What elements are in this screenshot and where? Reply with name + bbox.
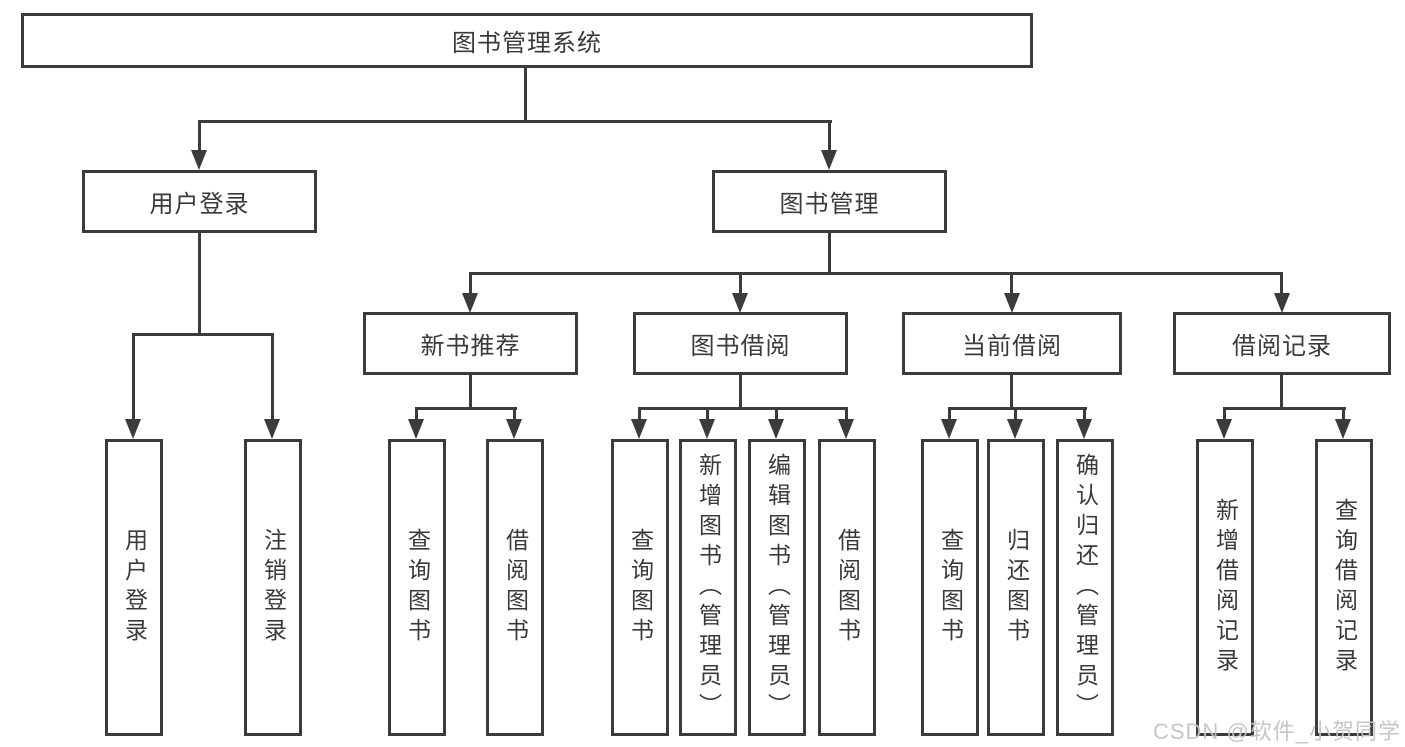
arrowhead-down-icon (264, 419, 280, 439)
leaf-label: 确认归还（管理员） (1072, 452, 1099, 723)
arrowhead-down-icon (462, 293, 478, 313)
leaf-label: 借阅图书 (834, 527, 861, 648)
connector-stem (739, 272, 742, 297)
connector-root-trunk (524, 68, 527, 122)
node-user-login: 用户登录 (82, 170, 317, 233)
node-label: 图书管理 (779, 191, 880, 218)
leaf-label: 查询借阅记录 (1331, 497, 1358, 678)
connector-stem (198, 120, 201, 152)
connector-borrowing-trunk (739, 375, 742, 410)
leaf-borrow-books: 借阅图书 (818, 439, 876, 736)
leaf-label: 查询图书 (404, 527, 431, 648)
connector-level3-bar (469, 272, 1283, 275)
connector-records-trunk (1280, 375, 1283, 410)
arrowhead-down-icon (1335, 419, 1351, 439)
leaf-query-books-current: 查询图书 (921, 439, 979, 736)
connector-bookmgmt-trunk (828, 233, 831, 275)
connector-stem (1014, 407, 1017, 421)
leaf-label: 归还图书 (1003, 527, 1030, 648)
connector-stem (132, 333, 135, 423)
connector-stem (638, 407, 641, 421)
connector-stem (845, 407, 848, 421)
arrowhead-down-icon (941, 419, 957, 439)
connector-stem (415, 407, 418, 421)
arrowhead-down-icon (631, 419, 647, 439)
arrowhead-down-icon (732, 293, 748, 313)
leaf-user-login: 用户登录 (105, 439, 163, 736)
connector-userlogin-trunk (198, 233, 201, 336)
node-label: 借阅记录 (1232, 333, 1332, 360)
leaf-query-books-recommend: 查询图书 (388, 439, 446, 736)
connector-stem (948, 407, 951, 421)
connector-stem (1083, 407, 1086, 421)
node-book-management: 图书管理 (712, 170, 947, 233)
arrowhead-down-icon (821, 150, 837, 170)
leaf-confirm-return-admin: 确认归还（管理员） (1056, 439, 1114, 736)
connector-root-bar (198, 120, 832, 123)
leaf-label: 用户登录 (121, 527, 148, 648)
node-current-borrowing: 当前借阅 (902, 312, 1122, 375)
connector-stem (775, 407, 778, 421)
connector-stem (271, 333, 274, 423)
connector-current-bar (948, 407, 1087, 410)
connector-borrowing-bar (638, 407, 848, 410)
connector-newbook-trunk (469, 375, 472, 410)
node-label: 图书借阅 (690, 333, 791, 360)
connector-current-trunk (1010, 375, 1013, 410)
csdn-watermark: CSDN @软件_小贺同学 (1152, 719, 1401, 744)
leaf-return-books: 归还图书 (987, 439, 1045, 736)
leaf-query-borrow-record: 查询借阅记录 (1315, 439, 1373, 736)
arrowhead-down-icon (1004, 293, 1020, 313)
node-borrowing-records: 借阅记录 (1173, 312, 1391, 375)
connector-stem (469, 272, 472, 297)
node-new-book-recommendation: 新书推荐 (363, 312, 578, 375)
connector-stem (1280, 272, 1283, 297)
connector-stem (1342, 407, 1345, 421)
connector-stem (1223, 407, 1226, 421)
leaf-borrow-books-recommend: 借阅图书 (486, 439, 544, 736)
leaf-edit-books-admin: 编辑图书（管理员） (748, 439, 806, 736)
connector-records-bar (1223, 407, 1346, 410)
arrowhead-down-icon (408, 419, 424, 439)
node-label: 用户登录 (149, 191, 250, 218)
node-root-library-management-system: 图书管理系统 (21, 13, 1033, 68)
arrowhead-down-icon (191, 150, 207, 170)
leaf-label: 新增借阅记录 (1212, 497, 1239, 678)
arrowhead-down-icon (125, 419, 141, 439)
leaf-query-books-borrow: 查询图书 (611, 439, 669, 736)
arrowhead-down-icon (506, 419, 522, 439)
connector-newbook-bar (415, 407, 517, 410)
arrowhead-down-icon (1216, 419, 1232, 439)
node-book-borrowing: 图书借阅 (633, 312, 848, 375)
node-label: 新书推荐 (420, 333, 521, 360)
leaf-label: 新增图书（管理员） (695, 452, 722, 723)
connector-stem (828, 120, 831, 152)
connector-userlogin-bar (132, 333, 274, 336)
arrowhead-down-icon (699, 419, 715, 439)
leaf-label: 查询图书 (627, 527, 654, 648)
arrowhead-down-icon (1007, 419, 1023, 439)
leaf-add-books-admin: 新增图书（管理员） (679, 439, 737, 736)
connector-stem (1010, 272, 1013, 297)
arrowhead-down-icon (1274, 293, 1290, 313)
leaf-label: 注销登录 (260, 527, 287, 648)
arrowhead-down-icon (768, 419, 784, 439)
arrowhead-down-icon (838, 419, 854, 439)
leaf-label: 查询图书 (937, 527, 964, 648)
leaf-logout: 注销登录 (244, 439, 302, 736)
node-label: 图书管理系统 (452, 30, 602, 57)
leaf-label: 借阅图书 (502, 527, 529, 648)
leaf-label: 编辑图书（管理员） (764, 452, 791, 723)
connector-stem (513, 407, 516, 421)
node-label: 当前借阅 (962, 333, 1062, 360)
arrowhead-down-icon (1076, 419, 1092, 439)
connector-stem (706, 407, 709, 421)
leaf-add-borrow-record: 新增借阅记录 (1196, 439, 1254, 736)
